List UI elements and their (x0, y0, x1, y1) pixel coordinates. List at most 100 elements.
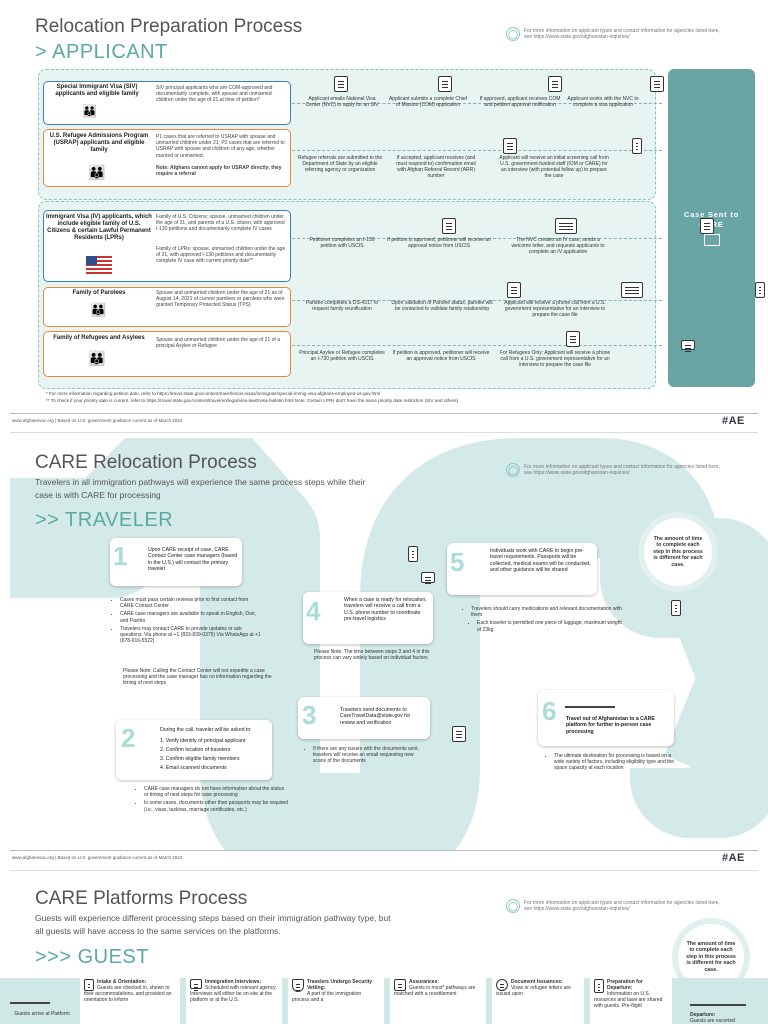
family-icon: 👪 (88, 164, 106, 180)
guest-step-interviews: Immigration Interviews: Scheduled with r… (186, 975, 282, 1024)
iv-step-1: Petitioner completes an I-130 petition w… (309, 237, 375, 249)
document-icon (394, 979, 406, 991)
email-icon (421, 572, 436, 583)
step5-number: 5 (450, 547, 465, 577)
envelope-icon (703, 234, 720, 246)
usrap-step-3: Applicant will receive an initial screen… (499, 155, 609, 179)
guest-step-text: Guests are checked in, shown to their ac… (84, 985, 172, 1003)
row-refugees-title: Family of Refugees and Asylees (53, 335, 145, 341)
guest-step-title: Assurances: (409, 979, 440, 985)
guest-step-text: Scheduled with relevant agency. Intervie… (190, 985, 277, 1003)
step5-bullet: Each traveler is permitted one piece of … (477, 620, 623, 632)
row-usrap-desc: P1 cases that are referred to USRAP with… (156, 134, 285, 159)
step2-bullets: CARE case managers do not have informati… (136, 786, 288, 815)
guest-step-title: Preparation for Departure: (607, 979, 643, 991)
footnote-1: * For more information regarding petitio… (46, 391, 381, 396)
divider (10, 432, 758, 433)
iv-step-3: The NVC creates an IV case, sends a welc… (511, 237, 605, 255)
section3-subtitle: >>> GUEST (35, 946, 149, 968)
footer-text: www.afghanevac.org | Based on U.S. gover… (12, 855, 183, 860)
row-siv-desc: SIV principal applicants who are COM-app… (156, 85, 273, 104)
email-phone-icon (555, 218, 578, 234)
step3-card (298, 697, 430, 739)
us-flag-icon (86, 256, 112, 274)
document-icon (507, 282, 522, 298)
step2-item: 4. Email scanned documents (160, 765, 227, 771)
step3-text: Travelers send documents to CareTravelDa… (340, 707, 411, 726)
refugee-step-2: If petition is approved, petitioner will… (392, 350, 490, 362)
info-text: For more information on applicant types … (524, 900, 720, 912)
siv-step-3: If approved, applicant receives COM and … (479, 96, 561, 108)
document-icon (547, 76, 562, 92)
usrap-step-1: Refugee referrals are submitted to the D… (297, 155, 383, 173)
document-icon (566, 331, 581, 347)
step2-item: 1. Verify identity of principal applican… (160, 738, 246, 744)
step1-card (110, 538, 242, 586)
guest-step-arrive: Guests arrive at Platform (14, 1011, 70, 1017)
step2-item: 2. Confirm location of travelers (160, 747, 231, 753)
step4-card (303, 592, 433, 644)
step1-bullet: CARE case managers are available to spea… (120, 611, 262, 623)
airplane-icon (690, 998, 746, 1006)
guest-step-title: Departure: (690, 1012, 716, 1018)
step3-bullet: If there are any issues with the documen… (313, 746, 425, 765)
usrap-step-2: If accepted, applicant receives (and mus… (396, 155, 476, 179)
document-icon (441, 218, 456, 234)
step1-bullets: Cases must pass certain reviews prior to… (112, 597, 262, 646)
step5-bullet: Travelers should carry medications and r… (471, 606, 623, 618)
step6-text: Travel out of Afghanistan to a CARE plat… (566, 716, 655, 735)
step3-number: 3 (302, 700, 317, 730)
step3-bullets: If there are any issues with the documen… (305, 746, 425, 767)
chat-icon (190, 979, 202, 989)
airplane-icon (10, 996, 50, 1004)
step5-bullets: Travelers should carry medications and r… (463, 606, 623, 635)
section3-title: CARE Platforms Process (35, 888, 248, 909)
parolee-step-3: Applicant will receive a phone call from… (504, 300, 606, 318)
airplane-icon (565, 696, 615, 708)
family-icon: 👪 (82, 104, 97, 118)
step5-text: Individuals work with CARE to begin pre-… (490, 548, 591, 574)
siv-step-2: Applicant submits a complete Chief of Mi… (388, 96, 468, 108)
phone-icon (754, 282, 765, 298)
info-text: For more information on applicant types … (524, 464, 720, 476)
shield-icon (292, 979, 304, 992)
divider (10, 850, 758, 851)
refugee-step-3: For Refugees Only: Applicant will receiv… (499, 350, 611, 368)
step1-note: Please Note: Calling the Contact Center … (123, 668, 272, 687)
step6-bullets: The ultimate destination for processing … (546, 753, 676, 774)
guest-step-vetting: Travelers Undergo Security Vetting: A pa… (288, 975, 384, 1024)
step2-card (116, 720, 272, 780)
guest-step-documents: Document Issuances: Visas or refugee let… (492, 975, 584, 1024)
ae-logo: #AE (722, 852, 745, 864)
email-icon (502, 138, 517, 154)
guest-step-title: Document Issuances: (511, 979, 563, 985)
refugee-step-1: Principal Asylee or Refugee completes an… (299, 350, 385, 362)
row-iv-desc: Family of U.S. Citizens: spouse, unmarri… (156, 214, 285, 233)
section3-intro: Guests will experience different process… (35, 913, 391, 936)
guest-step-text: Information on U.S. resources and laws a… (594, 991, 663, 1009)
document-icon (650, 76, 665, 92)
email-icon (334, 76, 348, 92)
step5-card (447, 543, 597, 595)
guest-step-text: Guests are escorted (690, 1018, 736, 1024)
globe-icon: ◯ (506, 899, 520, 913)
globe-icon: ◯ (506, 463, 520, 477)
row-usrap (43, 129, 291, 187)
family-icon: 👪 (88, 350, 106, 366)
s-curve-path (10, 438, 768, 850)
divider (10, 413, 758, 414)
globe-icon: ◯ (506, 27, 520, 41)
phone-icon (670, 600, 681, 616)
row-refugees-desc: Spouse and unmarried children under the … (156, 337, 280, 350)
guest-step-assurances: Assurances: Guests in most* pathways are… (390, 975, 486, 1024)
connector (292, 150, 662, 151)
guest-step-text: Visas or refugee letters are issued upon (496, 985, 571, 997)
step2-bullet: In some cases, documents other than pass… (144, 800, 288, 812)
connector (292, 238, 662, 239)
step2-bullet: CARE case managers do not have informati… (144, 786, 288, 798)
divider (10, 870, 758, 871)
section2-subtitle: >> TRAVELER (35, 509, 174, 531)
guest-step-title: Intake & Orientation: (97, 979, 147, 985)
row-iv (43, 210, 291, 282)
guest-step-title: Travelers Undergo Security Vetting: (307, 979, 373, 991)
